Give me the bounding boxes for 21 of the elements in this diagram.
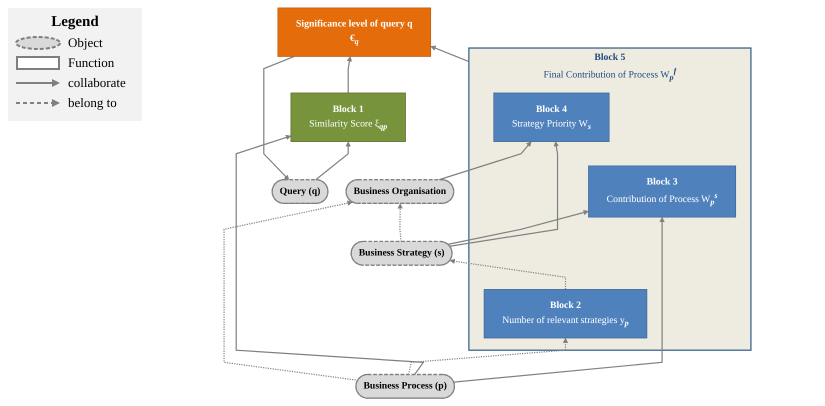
legend-label: collaborate [68, 75, 126, 91]
node-box: Block 1 Similarity Score ξ$_{qp}$ [290, 92, 406, 142]
arrow [263, 56, 294, 180]
arrow [346, 56, 352, 93]
arrow [236, 134, 425, 376]
legend-label: Object [68, 35, 103, 51]
legend-label: Function [68, 55, 114, 71]
arrow [454, 216, 665, 383]
arrow [450, 141, 559, 247]
arrow [223, 200, 358, 381]
arrow [448, 210, 589, 245]
node-box: Significance level of query q €$_{q}$ [278, 8, 432, 57]
arrow [430, 46, 470, 62]
arrow [315, 141, 351, 180]
arrow [398, 203, 403, 242]
legend-title: Legend [50, 14, 100, 31]
node-box: Block 2 Number of relevant strategies y$_{p}$ [484, 289, 648, 338]
legend-label: belong to [68, 95, 117, 111]
node-box: Block 4 Strategy Priority W$_{s}$ [493, 92, 610, 142]
arrow [450, 258, 566, 290]
arrow [408, 338, 568, 375]
